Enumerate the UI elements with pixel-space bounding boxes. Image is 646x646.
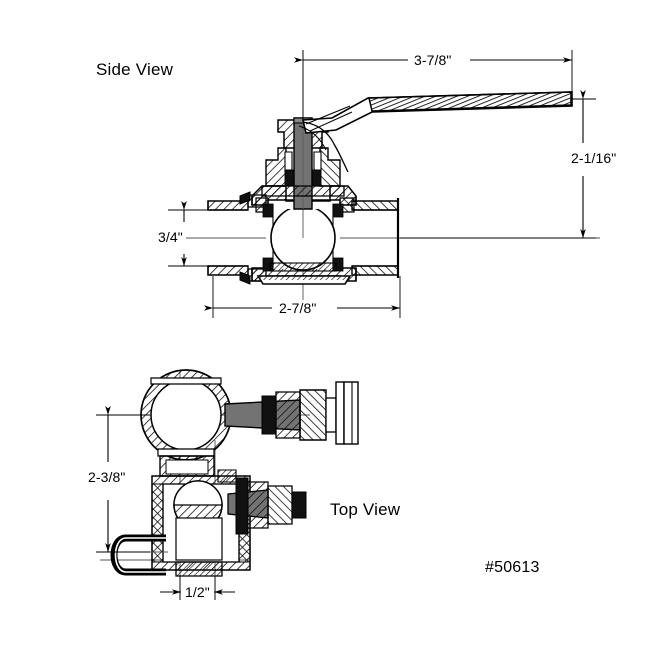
seat-top-left xyxy=(262,203,274,218)
lever-handle xyxy=(298,91,573,173)
dimension-overall-height xyxy=(400,90,596,239)
dimension-lever-length xyxy=(294,50,573,120)
dimension-label-lever-length: 3-7/8" xyxy=(411,52,455,68)
dimension-port-size xyxy=(168,201,215,267)
side-view-label: Side View xyxy=(96,60,174,79)
top-view-neck xyxy=(159,455,215,477)
side-view-dimensions xyxy=(168,50,596,318)
top-view-dimensions xyxy=(96,406,235,600)
ball-and-seat-assembly xyxy=(262,203,344,272)
dimension-label-body-length: 2-7/8" xyxy=(276,300,320,316)
top-view-stem-assembly-lower xyxy=(217,469,307,535)
top-view-body-ring xyxy=(140,369,232,461)
part-number-label: #50613 xyxy=(485,559,540,576)
top-view-group xyxy=(100,369,359,600)
handle-grip xyxy=(368,91,572,112)
side-view-group xyxy=(178,50,600,300)
dimension-label-port-size: 3/4" xyxy=(155,229,186,245)
dimension-top-depth xyxy=(96,406,150,553)
top-view-label: Top View xyxy=(330,500,401,519)
dimension-label-top-depth: 2-3/8" xyxy=(85,469,129,485)
top-view-stem-assembly-upper xyxy=(224,381,359,445)
dimension-stem-width xyxy=(160,576,235,600)
dimension-label-overall-height: 2-1/16" xyxy=(568,150,620,166)
dimension-label-stem-width: 1/2" xyxy=(182,584,213,600)
seat-top-right xyxy=(332,203,344,218)
top-view-lower-boss xyxy=(151,475,251,577)
dimension-body-length xyxy=(204,276,401,318)
